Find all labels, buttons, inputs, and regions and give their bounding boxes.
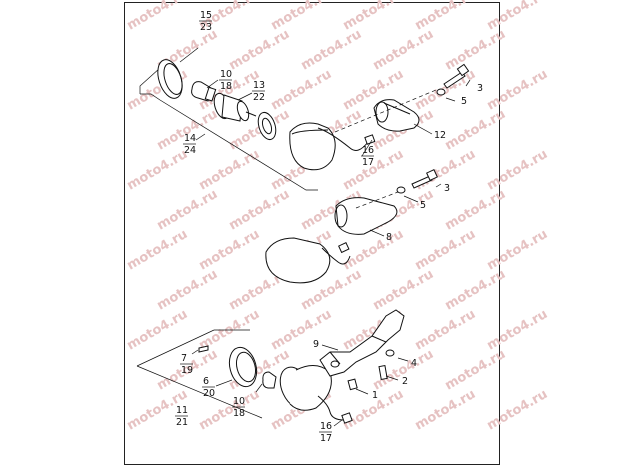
group-bracket-11-21 bbox=[136, 329, 263, 419]
callout-13-22: 13 22 bbox=[252, 80, 265, 103]
screw-3-top bbox=[443, 63, 470, 89]
screw-7-19 bbox=[198, 345, 209, 353]
callout-3-top: 3 bbox=[477, 83, 483, 94]
svg-text:24: 24 bbox=[184, 145, 196, 156]
callout-10-18-bottom: 10 18 bbox=[232, 396, 245, 419]
callout-7-19: 7 19 bbox=[180, 353, 193, 376]
bottom-turn-signal-assembly bbox=[136, 309, 405, 424]
screw-2 bbox=[378, 364, 388, 380]
assembly-axis-top bbox=[334, 89, 437, 133]
bulb-10-18 bbox=[191, 81, 217, 102]
svg-text:11: 11 bbox=[176, 405, 188, 416]
svg-text:18: 18 bbox=[233, 408, 245, 419]
callout-3-mid: 3 bbox=[444, 183, 450, 194]
callout-14-24: 14 24 bbox=[183, 133, 196, 156]
signal-housing-top bbox=[289, 122, 376, 171]
callout-4: 4 bbox=[411, 358, 417, 369]
top-turn-signal-assembly bbox=[139, 59, 470, 191]
svg-text:21: 21 bbox=[176, 417, 188, 428]
svg-text:19: 19 bbox=[181, 365, 193, 376]
svg-text:20: 20 bbox=[203, 388, 215, 399]
svg-text:10: 10 bbox=[220, 69, 232, 80]
group-bracket-14-24 bbox=[139, 67, 318, 191]
signal-housing-bottom bbox=[279, 365, 353, 424]
signal-housing-mid bbox=[265, 237, 351, 284]
callout-2: 2 bbox=[402, 376, 408, 387]
washer-5-top bbox=[436, 88, 446, 96]
svg-text:10: 10 bbox=[233, 396, 245, 407]
svg-text:6: 6 bbox=[203, 376, 209, 387]
screw-1 bbox=[347, 378, 358, 391]
svg-text:16: 16 bbox=[320, 421, 332, 432]
callout-5-top: 5 bbox=[461, 96, 467, 107]
callout-10-18-top: 10 18 bbox=[219, 69, 232, 92]
lens-ring-15-23 bbox=[157, 59, 183, 99]
callout-9: 9 bbox=[313, 339, 319, 350]
callout-6-20: 6 20 bbox=[202, 376, 215, 399]
svg-text:13: 13 bbox=[253, 80, 265, 91]
nut-4 bbox=[385, 349, 395, 357]
socket-13-22 bbox=[213, 92, 257, 122]
svg-text:16: 16 bbox=[362, 145, 374, 156]
mount-bar-9 bbox=[319, 309, 405, 377]
svg-text:17: 17 bbox=[362, 157, 374, 168]
mount-bracket-8 bbox=[334, 197, 398, 235]
washer-5-mid bbox=[396, 186, 406, 194]
gasket bbox=[257, 111, 277, 141]
callout-5-mid: 5 bbox=[420, 200, 426, 211]
assembly-axis-mid bbox=[355, 191, 399, 209]
callout-labels: 15 23 10 18 13 22 14 24 16 17 3 5 12 3 5… bbox=[175, 10, 483, 444]
middle-turn-signal-assembly bbox=[265, 169, 438, 284]
mount-bracket-12 bbox=[373, 99, 420, 132]
svg-text:17: 17 bbox=[320, 433, 332, 444]
svg-text:18: 18 bbox=[220, 81, 232, 92]
svg-text:14: 14 bbox=[184, 133, 196, 144]
svg-text:7: 7 bbox=[181, 353, 187, 364]
svg-text:22: 22 bbox=[253, 92, 265, 103]
callout-8: 8 bbox=[386, 232, 392, 243]
lens-ring-6-20 bbox=[228, 346, 258, 388]
screw-3-mid bbox=[411, 169, 438, 189]
callout-12: 12 bbox=[434, 130, 446, 141]
callout-16-17-top: 16 17 bbox=[361, 145, 374, 168]
bulb-10-18-bottom bbox=[262, 371, 277, 389]
callout-15-23: 15 23 bbox=[199, 10, 212, 33]
svg-text:23: 23 bbox=[200, 22, 212, 33]
callout-leaders bbox=[179, 47, 471, 427]
svg-text:15: 15 bbox=[200, 10, 212, 21]
callout-1: 1 bbox=[372, 390, 378, 401]
callout-11-21: 11 21 bbox=[175, 405, 188, 428]
callout-16-17-bottom: 16 17 bbox=[319, 421, 332, 444]
